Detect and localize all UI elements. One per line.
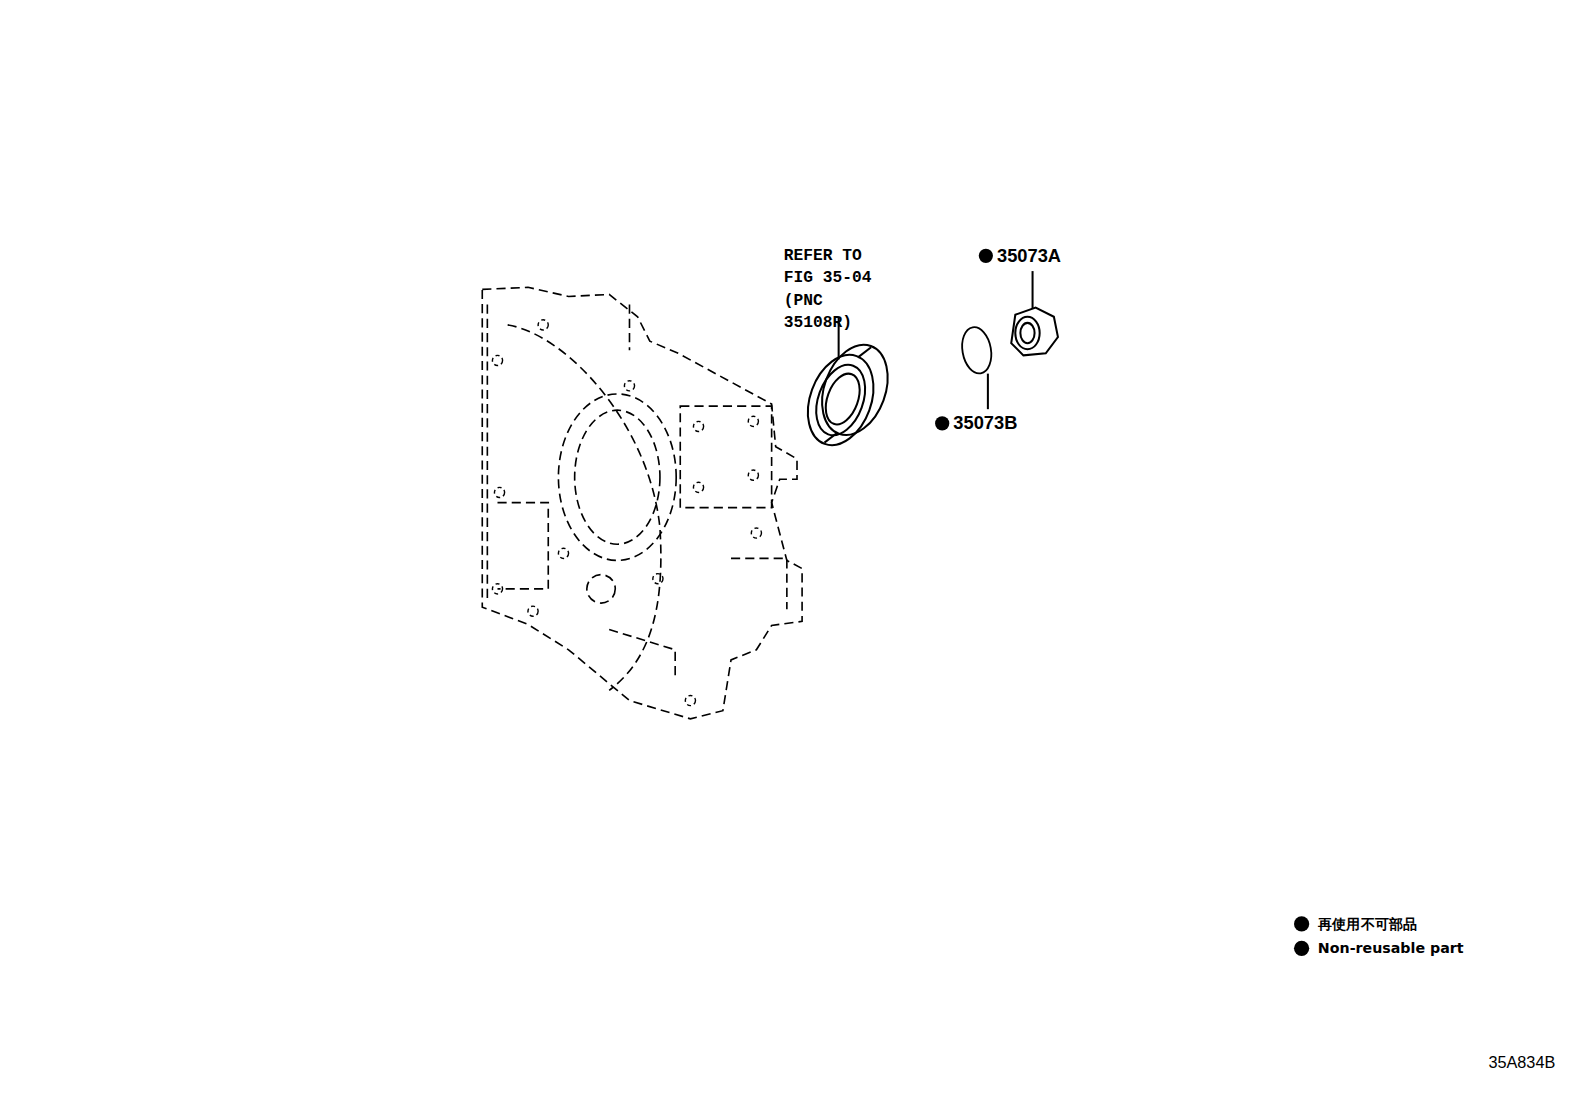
nut [1011,308,1058,356]
reference-note: REFER TO FIG 35-04 (PNC 35108R) [784,245,896,334]
oil-seal [796,336,899,455]
bolt-holes [492,320,761,706]
o-ring [959,325,995,376]
figure-code: 35A834B [1488,1054,1555,1072]
legend-text: 再使用不可部品 [1318,915,1417,933]
leader-lines [839,271,1033,409]
part-number: 35073B [953,413,1017,433]
non-reusable-dot [935,249,1309,956]
legend-text: Non-reusable part [1318,939,1464,957]
part-number: 35073A [997,246,1061,266]
transmission-case [482,287,802,719]
